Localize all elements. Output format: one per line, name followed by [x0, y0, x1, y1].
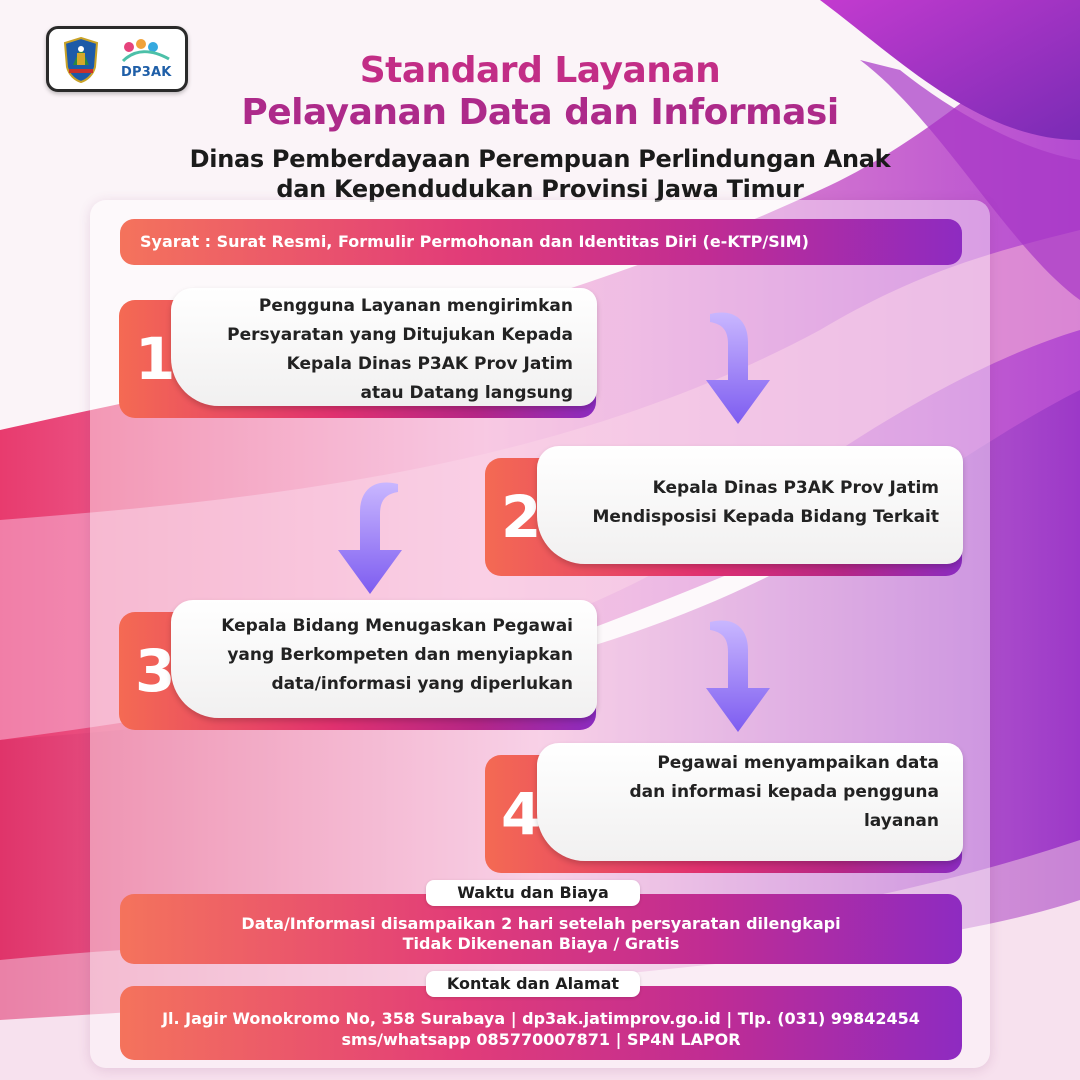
step-line: yang Berkompeten dan menyiapkan	[227, 645, 573, 665]
step-number: 3	[135, 637, 176, 705]
arrow-down-icon	[338, 482, 402, 594]
page-title-line1: Standard Layanan	[359, 50, 721, 91]
logo-card: DP3AK	[46, 26, 188, 92]
step-card-4: 4 Pegawai menyampaikan data dan informas…	[485, 743, 963, 873]
step-text: Pengguna Layanan mengirimkan Persyaratan…	[227, 292, 573, 408]
dp3ak-logo-icon	[121, 39, 170, 63]
arrow-down-icon	[706, 312, 770, 424]
east-java-crest-icon	[63, 37, 99, 83]
page-title-line2: Pelayanan Data dan Informasi	[241, 92, 839, 133]
step-card-1: 1 Pengguna Layanan mengirimkan Persyarat…	[119, 288, 597, 418]
step-line: dan informasi kepada pengguna	[629, 782, 940, 802]
step-line: Kepala Dinas P3AK Prov Jatim	[652, 478, 939, 498]
step-line: data/informasi yang diperlukan	[271, 674, 573, 694]
logo-text: DP3AK	[121, 65, 172, 80]
step-line: Mendisposisi Kepada Bidang Terkait	[592, 507, 939, 527]
cost-line: Tidak Dikenenan Biaya / Gratis	[402, 934, 680, 953]
step-number: 4	[501, 780, 542, 848]
contact-label: Kontak dan Alamat	[426, 971, 640, 997]
address-line: Jl. Jagir Wonokromo No, 358 Surabaya | d…	[162, 1009, 920, 1028]
step-card-2: 2 Kepala Dinas P3AK Prov Jatim Mendispos…	[485, 446, 963, 576]
step-text-card: Kepala Bidang Menugaskan Pegawai yang Be…	[171, 600, 597, 718]
step-line: atau Datang langsung	[360, 383, 573, 403]
step-text: Kepala Bidang Menugaskan Pegawai yang Be…	[221, 612, 573, 699]
step-line: layanan	[863, 811, 939, 831]
step-line: Persyaratan yang Ditujukan Kepada	[227, 325, 573, 345]
contact-bar: Jl. Jagir Wonokromo No, 358 Surabaya | d…	[120, 986, 962, 1060]
time-line: Data/Informasi disampaikan 2 hari setela…	[241, 914, 841, 933]
step-line: Kepala Dinas P3AK Prov Jatim	[286, 354, 573, 374]
subtitle-line1: Dinas Pemberdayaan Perempuan Perlindunga…	[189, 145, 891, 173]
requirements-bar: Syarat : Surat Resmi, Formulir Permohona…	[120, 219, 962, 265]
step-number: 1	[135, 325, 176, 393]
step-text-card: Kepala Dinas P3AK Prov Jatim Mendisposis…	[537, 446, 963, 564]
step-text: Pegawai menyampaikan data dan informasi …	[630, 749, 940, 836]
step-line: Kepala Bidang Menugaskan Pegawai	[221, 616, 573, 636]
arrow-down-icon	[706, 620, 770, 732]
step-text-card: Pengguna Layanan mengirimkan Persyaratan…	[171, 288, 597, 406]
step-text-card: Pegawai menyampaikan data dan informasi …	[537, 743, 963, 861]
step-number: 2	[501, 483, 542, 551]
step-text: Kepala Dinas P3AK Prov Jatim Mendisposis…	[592, 474, 939, 532]
phone-line: sms/whatsapp 085770007871 | SP4N LAPOR	[341, 1030, 741, 1049]
subtitle-line2: dan Kependudukan Provinsi Jawa Timur	[276, 175, 804, 203]
step-line: Pegawai menyampaikan data	[657, 753, 939, 773]
time-cost-label: Waktu dan Biaya	[426, 880, 640, 906]
step-card-3: 3 Kepala Bidang Menugaskan Pegawai yang …	[119, 600, 597, 730]
step-line: Pengguna Layanan mengirimkan	[258, 296, 573, 316]
